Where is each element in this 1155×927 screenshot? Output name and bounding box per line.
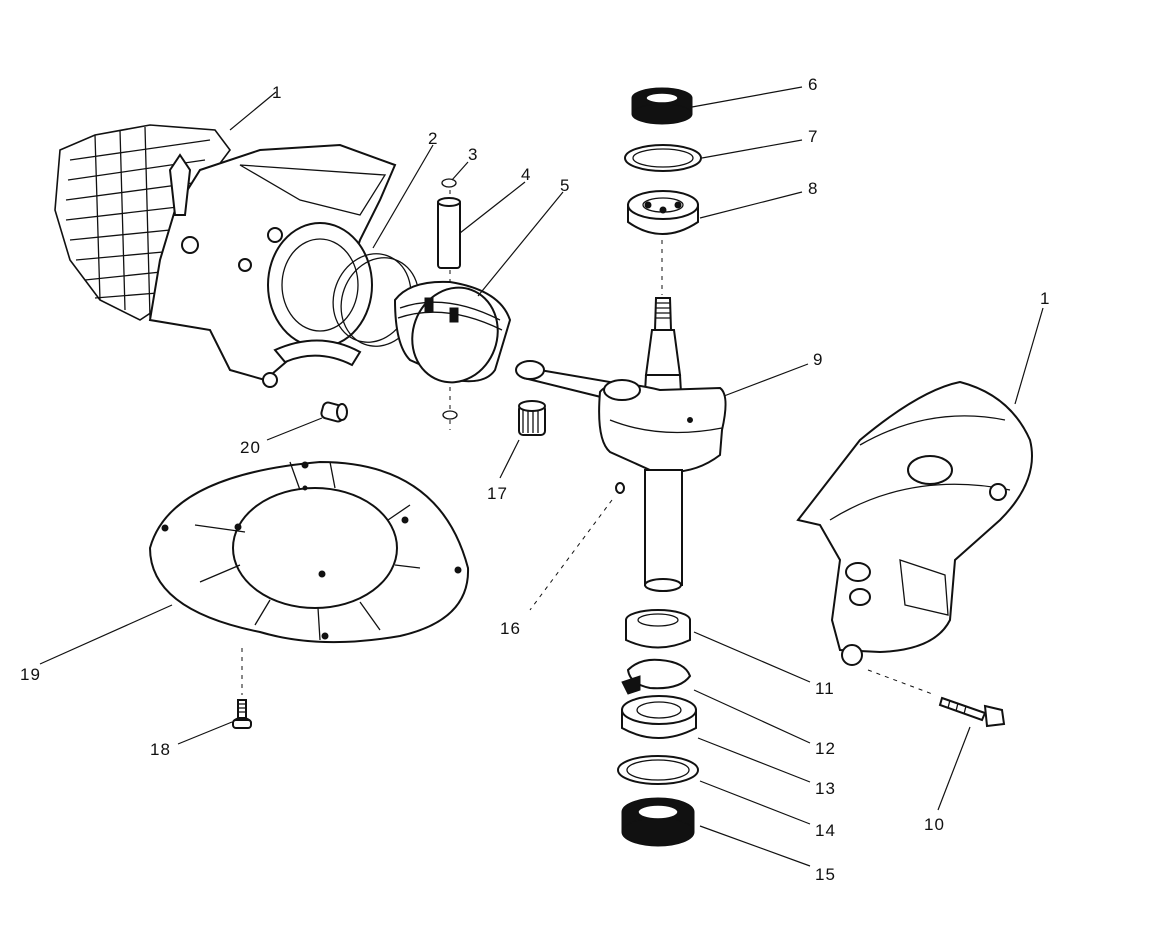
crankcase-cover-right [796,380,1033,666]
callout-14: 14 [815,821,836,840]
upper-shim-washer [624,144,702,172]
callout-16: 16 [500,619,521,638]
crankshaft-assembly [515,297,727,592]
callout-15: 15 [815,865,836,884]
callout-3: 3 [468,145,478,164]
callout-12: 12 [815,739,836,758]
bearing-retainer-clip [621,658,692,695]
lower-thrust-collar [625,609,691,649]
lower-shim-washer [617,755,699,785]
callout-13: 13 [815,779,836,798]
leader-lines [39,86,1044,867]
cover-bolt [867,669,1006,728]
callout-1-left: 1 [272,83,282,102]
woodruff-key [529,482,625,611]
callout-1-right: 1 [1040,289,1050,308]
callout-labels: 1 2 3 4 5 6 7 8 9 1 10 11 12 13 14 15 16… [20,75,1050,884]
callout-2: 2 [428,129,438,148]
lower-ball-bearing [621,695,697,739]
lower-oil-seal [621,797,695,847]
callout-7: 7 [808,127,818,146]
crankcase-gasket-plate [148,460,470,695]
callout-20: 20 [240,438,261,457]
callout-4: 4 [521,165,531,184]
upper-ball-bearing [627,190,699,235]
needle-bearing [518,400,546,436]
callout-11: 11 [815,679,835,698]
callout-18: 18 [150,740,171,759]
piston-pin-clips [441,178,458,430]
dowel-bushing [320,401,348,423]
piston-pin [437,197,461,269]
callout-8: 8 [808,179,818,198]
callout-5: 5 [560,176,570,195]
upper-oil-seal [631,87,693,125]
plate-screw [232,699,252,729]
piston [393,280,512,384]
callout-10: 10 [924,815,945,834]
callout-6: 6 [808,75,818,94]
callout-9: 9 [813,350,823,369]
callout-19: 19 [20,665,41,684]
crankcase-cylinder-left [54,124,397,388]
callout-17: 17 [487,484,508,503]
